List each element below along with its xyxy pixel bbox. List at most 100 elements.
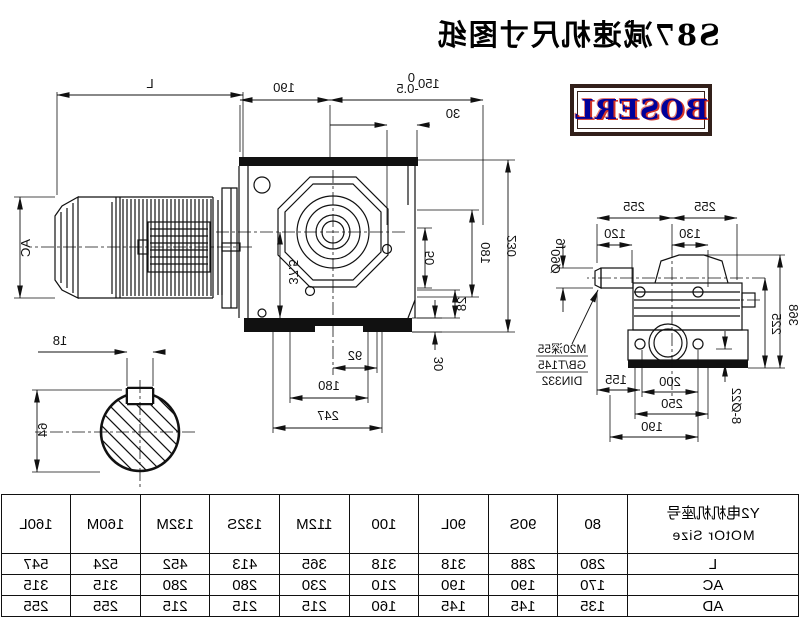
table-cell: 280 [140,574,210,596]
table-row-AC: AC 170 190 190 210 230 280 280 315 315 [1,574,799,596]
table-cell: 160 [349,595,419,617]
dim-label-247: 247 [317,408,339,423]
table-cell: 315 [1,574,71,596]
table-cell: 135 [557,595,628,617]
row-label-AC: AC [627,574,799,596]
dim-label-190e: 190 [641,419,663,434]
col-132s: 132S [209,494,280,554]
dim-label-30-foot: 30 [431,357,446,371]
dim-30-foot: 30 [412,300,446,371]
dim-label-30: 30 [446,106,460,121]
table-cell: 190 [488,574,558,596]
table-cell: 230 [279,574,350,596]
gearbox-front-view: 1500-0.5 190 30 50 180 [215,70,519,433]
dim-18: 18 [38,333,166,386]
dim-label-368: 368 [786,304,800,326]
dim-L: L [56,76,244,195]
col-160m: 160M [70,494,141,554]
table-cell: 145 [418,595,489,617]
dim-180-bottom: 180 [289,332,369,403]
table-cell: 288 [488,553,558,575]
table-cell: 190 [418,574,489,596]
dim-label-190: 190 [273,80,295,95]
dim-247: 247 [272,332,383,433]
callout-line2: GB/T145 [538,358,586,372]
dim-label-120: 120 [604,226,626,241]
dim-250: 250 [634,368,709,419]
dim-label-230: 230 [504,235,519,257]
dim-label-50: 50 [422,251,437,265]
row-label-L: L [627,553,799,575]
dim-8-d22: 8-Ø22 [716,331,744,424]
dim-37-5: 37.5 [277,231,301,319]
table-cell: 413 [209,553,280,575]
dim-50: 50 [417,227,437,289]
dim-label-200: 200 [659,374,681,389]
col-90l: 90L [418,494,489,554]
dim-label-37-5: 37.5 [286,259,301,284]
callout-line1: M20深55 [537,342,586,356]
dim-label-225: 225 [769,313,784,335]
dim-label-92: 92 [348,348,362,363]
table-header-cell: Y2电机机座号 MOtOr Size [627,494,799,554]
motor-dimension-table: Y2电机机座号 MOtOr Size 80 90S 90L 100 112M 1… [1,494,799,617]
col-160l: 160L [1,494,71,554]
dim-label-L: L [146,76,153,91]
dim-label-180b: 180 [318,378,340,393]
gearbox-end-view: 255 255 120 130 368 225 [536,199,800,442]
dim-label-250: 250 [661,396,683,411]
dim-label-18: 18 [53,333,67,348]
table-cell: 547 [1,553,71,575]
table-cell: 524 [70,553,141,575]
dim-label-155: 155 [605,372,627,387]
dim-label-180v: 180 [478,242,493,264]
dim-64: 64 [34,389,50,473]
motor-side-view: L AC [14,76,252,309]
callout-line3: DIN332 [541,374,582,388]
header-en: MOtOr Size [671,526,755,543]
table-row-L: L 280 288 318 318 365 413 452 524 547 [1,553,799,575]
table-cell: 215 [209,595,280,617]
col-112m: 112M [279,494,350,554]
table-header-row: Y2电机机座号 MOtOr Size 80 90S 90L 100 112M 1… [1,494,799,554]
dim-120: 120 [596,226,633,283]
table-cell: 318 [349,553,419,575]
dim-label-28: 28 [454,297,469,311]
table-cell: 318 [418,553,489,575]
dim-label-255-b: 255 [694,199,716,214]
table-cell: 315 [70,574,141,596]
table-cell: 255 [1,595,71,617]
dim-368: 368 [704,254,800,369]
dim-150-190: 1500-0.5 190 [239,70,484,225]
shaft-section-view: 18 64 [32,333,195,487]
dim-92: 92 [332,332,378,373]
dim-label-255-a: 255 [623,199,645,214]
header-cn: Y2电机机座号 [666,504,760,522]
dim-225: 225 [762,277,784,369]
table-cell: 210 [349,574,419,596]
table-cell: 170 [557,574,628,596]
table-cell: 452 [140,553,210,575]
dim-label-8-d22: 8-Ø22 [729,388,744,424]
table-cell: 280 [557,553,628,575]
dim-label-AC: AC [18,239,33,257]
col-90s: 90S [488,494,558,554]
table-cell: 280 [209,574,280,596]
dim-30-top: 30 [330,106,460,225]
row-label-AD: AD [627,595,799,617]
dim-200: 200 [641,350,699,397]
dim-190-end: 190 [609,395,699,442]
dim-AC: AC [14,196,55,299]
table-cell: 365 [279,553,350,575]
dim-130: 130 [671,226,709,287]
table-row-AD: AD 135 145 145 160 215 215 215 255 255 [1,595,799,617]
table-cell: 255 [70,595,141,617]
dim-180-vert: 180 [417,209,493,298]
dim-255-pair: 255 255 [596,199,738,280]
dim-label-130: 130 [679,226,701,241]
dim-label-150: 1500-0.5 [396,70,439,96]
col-80: 80 [557,494,628,554]
